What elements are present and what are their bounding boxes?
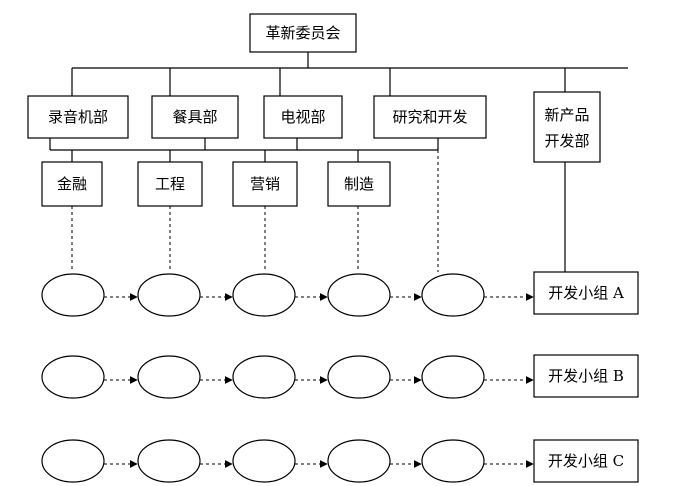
member-node bbox=[421, 439, 485, 483]
department-label: 研究和开发 bbox=[392, 108, 467, 126]
member-node bbox=[232, 355, 296, 399]
team-label: 开发小组 B bbox=[548, 367, 624, 385]
member-node bbox=[327, 273, 391, 317]
department-node: 研究和开发 bbox=[373, 95, 487, 139]
member-node bbox=[41, 273, 105, 317]
department-label: 电视部 bbox=[280, 108, 325, 126]
member-node bbox=[327, 439, 391, 483]
function-label: 工程 bbox=[155, 175, 185, 193]
committee-label: 革新委员会 bbox=[265, 24, 340, 42]
team-box bbox=[533, 354, 639, 398]
team-label: 开发小组 C bbox=[548, 452, 624, 470]
function-node: 金融 bbox=[41, 161, 103, 207]
member-node bbox=[41, 439, 105, 483]
member-node bbox=[232, 439, 296, 483]
function-node: 营销 bbox=[232, 161, 298, 207]
function-label: 制造 bbox=[344, 175, 374, 193]
org-connectors bbox=[49, 52, 628, 272]
department-node: 电视部 bbox=[263, 95, 343, 139]
member-node bbox=[232, 273, 296, 317]
new-product-label-line2: 开发部 bbox=[544, 132, 589, 150]
member-node bbox=[421, 355, 485, 399]
committee-node: 革新委员会 bbox=[249, 13, 357, 53]
dashed-verticals bbox=[71, 150, 439, 272]
new-product-dept-node: 新产品 开发部 bbox=[533, 91, 601, 163]
team-row-b: 开发小组 B bbox=[41, 354, 639, 399]
new-product-label-line1: 新产品 bbox=[544, 106, 589, 124]
member-node bbox=[421, 273, 485, 317]
member-node bbox=[41, 355, 105, 399]
department-node: 录音机部 bbox=[27, 95, 129, 139]
member-node bbox=[137, 273, 201, 317]
department-label: 录音机部 bbox=[48, 108, 108, 126]
function-label: 营销 bbox=[250, 175, 280, 193]
department-node: 餐具部 bbox=[151, 95, 239, 139]
team-label: 开发小组 A bbox=[548, 284, 624, 302]
member-node bbox=[137, 355, 201, 399]
member-node bbox=[137, 439, 201, 483]
team-row-c: 开发小组 C bbox=[41, 439, 639, 483]
function-node: 工程 bbox=[137, 161, 203, 207]
team-box bbox=[533, 271, 639, 315]
member-node bbox=[327, 355, 391, 399]
function-node: 制造 bbox=[327, 161, 391, 207]
team-box bbox=[533, 439, 639, 483]
team-row-a: 开发小组 A bbox=[41, 271, 639, 317]
function-label: 金融 bbox=[57, 175, 87, 193]
department-label: 餐具部 bbox=[172, 108, 217, 126]
